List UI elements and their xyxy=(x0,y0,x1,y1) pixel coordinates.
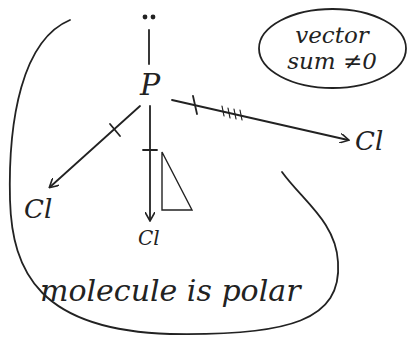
dipole-cross xyxy=(110,124,120,136)
dipole-cross xyxy=(143,149,157,151)
hash-mark xyxy=(234,109,236,119)
hash-mark xyxy=(222,106,224,116)
lone-pair-dot xyxy=(143,15,148,20)
dipole-arrow xyxy=(149,106,151,220)
note-text: vector sum ≠0 xyxy=(282,22,382,75)
lone-pair-dot xyxy=(151,15,156,20)
vector-triangle xyxy=(162,152,192,210)
lone-pair-bond xyxy=(148,30,150,64)
dipole-cross xyxy=(193,96,197,114)
atom-symbol: P xyxy=(140,70,160,100)
atom-symbol: Cl xyxy=(138,228,160,248)
hash-mark xyxy=(228,108,230,118)
dipole-arrow xyxy=(50,106,140,187)
note-bubble: vector sum ≠0 xyxy=(257,7,408,90)
conclusion-note: molecule is polar xyxy=(40,276,300,306)
dipole-arrow xyxy=(172,100,348,140)
hash-mark xyxy=(240,110,242,120)
atom-symbol: Cl xyxy=(24,196,52,222)
atom-symbol: Cl xyxy=(355,128,383,154)
